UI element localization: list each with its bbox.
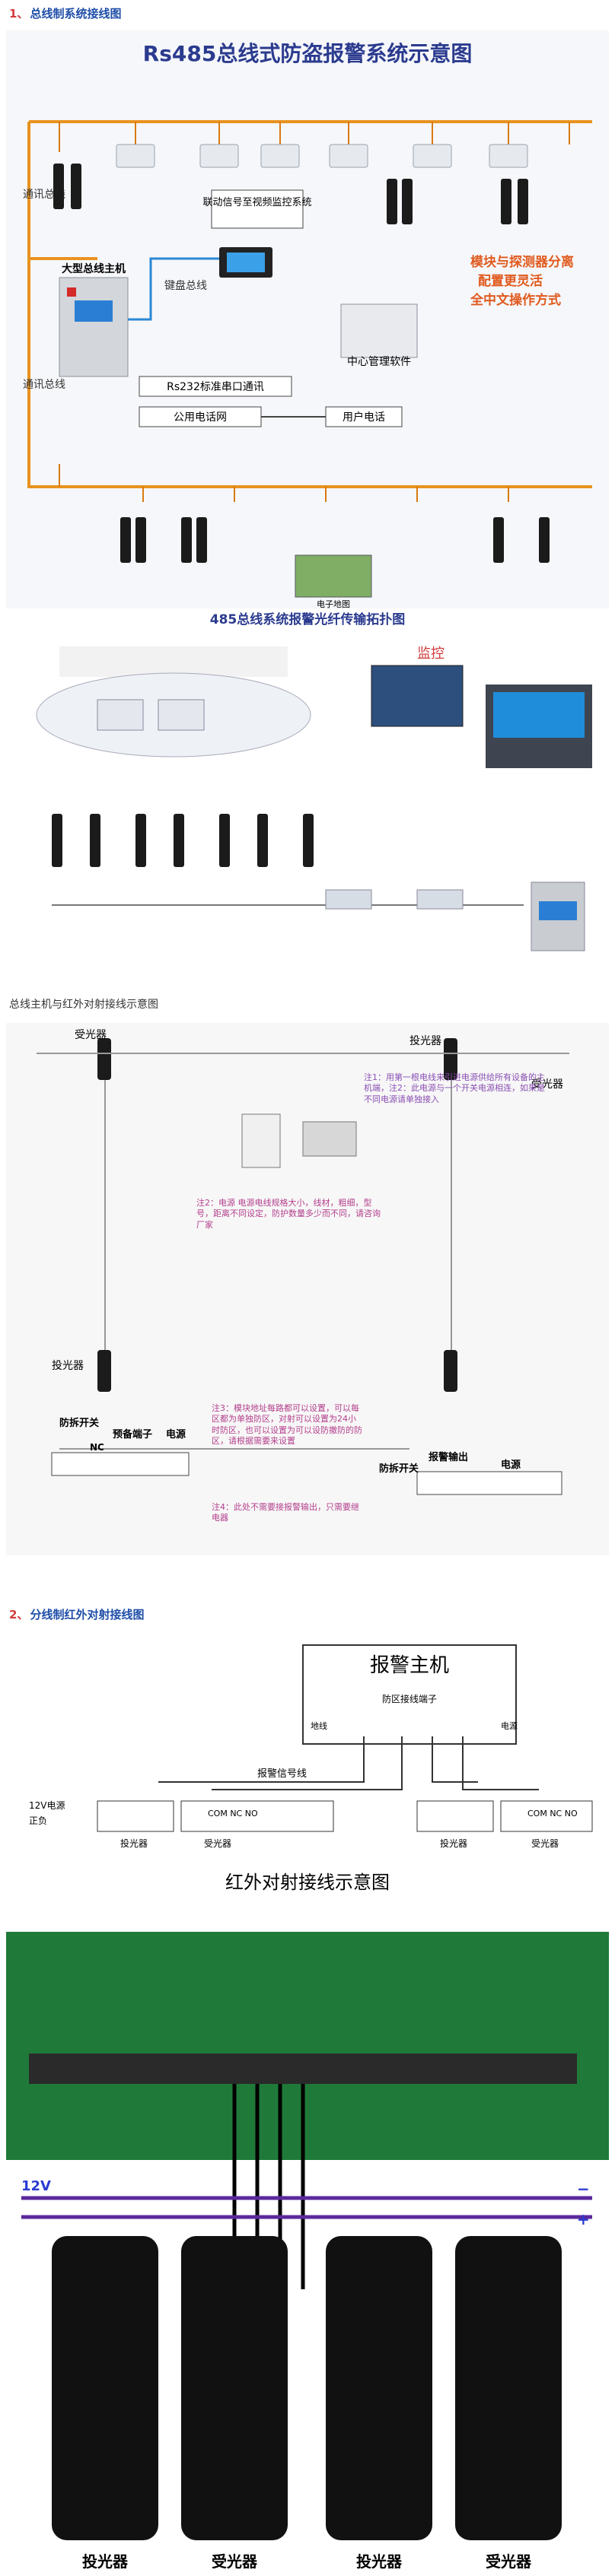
alarm-host-label: 报警主机 xyxy=(370,1654,449,1677)
section2-title: 分线制红外对射接线图 xyxy=(30,1608,144,1622)
alarm-output-label: 报警输出 xyxy=(429,1451,468,1463)
section2-heading: 2、分线制红外对射接线图 xyxy=(9,1607,144,1622)
power-label: 电源 xyxy=(166,1428,186,1440)
photo-label-4: 受光器 xyxy=(486,2552,532,2571)
pre-terminal-label: 预备端子 xyxy=(113,1428,152,1440)
slogan-line-1: 模块与探测器分离 xyxy=(470,254,574,270)
phone-net-label: 公用电话网 xyxy=(174,411,227,424)
photo-label-2: 受光器 xyxy=(212,2552,258,2571)
rs485-system-diagram: Rs485总线式防盗报警系统示意图 通讯总线 通讯总线 xyxy=(6,30,609,608)
user-phone-label: 用户电话 xyxy=(343,411,385,424)
receiver-label-2: 受光器 xyxy=(531,1838,559,1849)
emitter-label-top-right: 投光器 xyxy=(409,1035,441,1047)
receiver-label-1: 受光器 xyxy=(204,1838,231,1849)
ground-label: 地线 xyxy=(311,1720,327,1731)
note-3: 注3：模块地址每路都可以设置，可以每区都为单独防区，对射可以设置为24小时防区，… xyxy=(212,1403,364,1447)
tamper-label-2: 防拆开关 xyxy=(379,1463,419,1475)
photo-label-3: 投光器 xyxy=(356,2552,403,2571)
nc-label: NC xyxy=(90,1442,104,1453)
host-beam-wiring-diagram: 受光器 投光器 受光器 投光器 注1：用第一根电线来引进电源供给所有设备的主机端… xyxy=(6,1023,609,1555)
emitter-label-bottom-left: 投光器 xyxy=(52,1360,84,1372)
power-label-2: 电源 xyxy=(501,1459,521,1471)
monitor-label: 监控 xyxy=(417,646,445,662)
note-2: 注2：电源 电源电线规格大小，线材，粗细，型号，距离不同设定，防护数量多少而不同… xyxy=(196,1198,387,1231)
slogan-line-2: 配置更灵活 xyxy=(478,273,543,289)
bus-left-label-2: 通讯总线 xyxy=(23,379,65,391)
emitter-label-2: 投光器 xyxy=(440,1838,467,1849)
note-1: 注1：用第一根电线来引进电源供给所有设备的主机端，注2：此电源与一个开关电源相连… xyxy=(364,1072,546,1105)
fig1-title: Rs485总线式防盗报警系统示意图 xyxy=(143,41,473,66)
diagram2-caption: 总线主机与红外对射接线示意图 xyxy=(9,996,158,1012)
section1-heading: 1、总线制系统接线图 xyxy=(9,6,121,21)
com-nc-no-label: COM NC NO xyxy=(208,1809,258,1818)
center-software-label: 中心管理软件 xyxy=(347,356,411,368)
section1-number: 1、 xyxy=(9,7,28,21)
plus-label: + xyxy=(577,2210,590,2228)
rs232-label: Rs232标准串口通讯 xyxy=(167,381,264,393)
split-wire-diagram: 报警主机 防区接线端子 地线 电源 报警信号线 12V电源 正负 COM NC … xyxy=(6,1630,609,1911)
photo-v12-label: 12V xyxy=(21,2178,51,2194)
note-4: 注4：此处不需要接报警输出，只需要继电器 xyxy=(212,1502,364,1524)
emitter-label-1: 投光器 xyxy=(120,1838,148,1849)
v12-power-label: 12V电源 xyxy=(29,1800,65,1811)
receiver-label-top-left: 受光器 xyxy=(75,1029,107,1041)
host-power-label: 电源 xyxy=(501,1720,518,1731)
com-nc-no-label-2: COM NC NO xyxy=(527,1809,578,1818)
fiber-topology-diagram: 监控 xyxy=(6,639,609,974)
split-wire-caption: 红外对射接线示意图 xyxy=(225,1872,390,1893)
host-label: 大型总线主机 xyxy=(62,262,126,275)
alarm-signal-label: 报警信号线 xyxy=(257,1768,307,1780)
wiring-photo: 12V − + 投光器 受光器 投光器 受光器 xyxy=(6,1932,609,2576)
minus-label: − xyxy=(577,2180,590,2198)
tamper-label: 防拆开关 xyxy=(59,1417,99,1429)
photo-label-1: 投光器 xyxy=(82,2552,129,2571)
keyboard-bus-label: 键盘总线 xyxy=(164,279,207,292)
polarity-label: 正负 xyxy=(29,1815,47,1826)
linkage-label: 联动信号至视频监控系统 xyxy=(202,197,311,208)
section1-title: 总线制系统接线图 xyxy=(30,7,121,21)
section2-number: 2、 xyxy=(9,1608,28,1622)
zone-terminal-label: 防区接线端子 xyxy=(382,1693,437,1704)
fiber-topology-title: 485总线系统报警光纤传输拓扑图 xyxy=(6,608,609,627)
e-map-label: 电子地图 xyxy=(317,599,350,608)
slogan-line-3: 全中文操作方式 xyxy=(470,292,561,308)
